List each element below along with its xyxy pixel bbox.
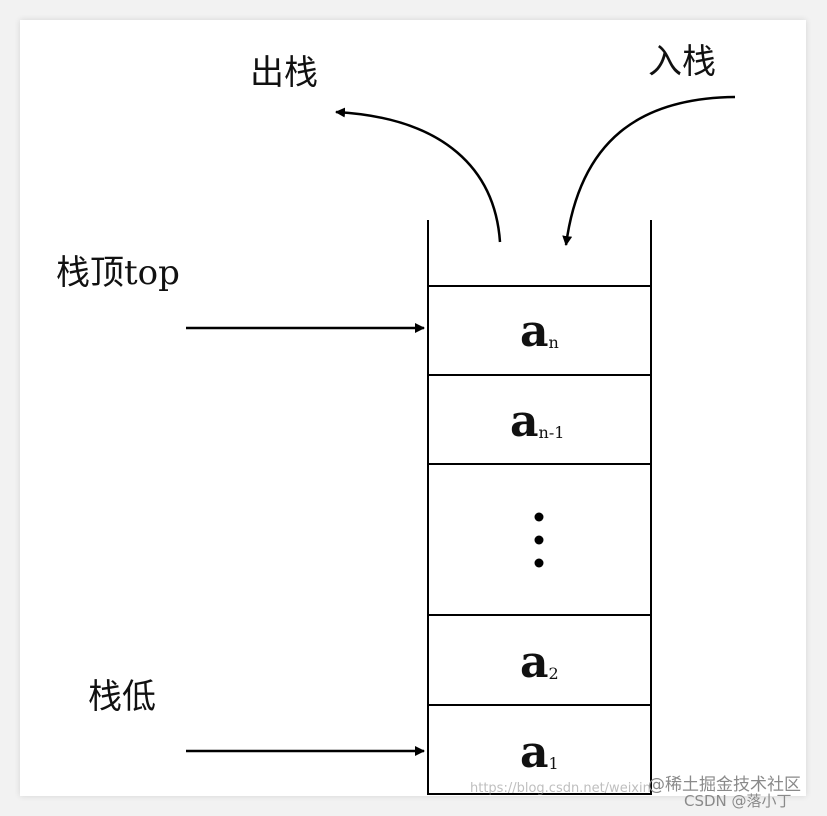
cell-an-1: an-1 xyxy=(510,396,564,447)
push-arrow xyxy=(562,95,736,246)
cell-ellipsis xyxy=(534,512,544,568)
watermark-author: CSDN @落小丁 xyxy=(684,792,792,810)
pop-arrow xyxy=(335,107,502,243)
cell-an: an xyxy=(520,306,559,357)
bottom-label: 栈低 xyxy=(88,677,156,717)
push-label: 入栈 xyxy=(648,42,716,82)
top-label: 栈顶top xyxy=(56,253,180,293)
pop-label: 出栈 xyxy=(250,53,318,93)
cell-a1: a1 xyxy=(520,727,559,778)
cell-a2: a2 xyxy=(520,637,559,688)
watermark-site: @稀土掘金技术社区 xyxy=(648,775,801,795)
diagram-card xyxy=(20,20,806,796)
watermark-url: https://blog.csdn.net/weixin xyxy=(470,781,651,796)
